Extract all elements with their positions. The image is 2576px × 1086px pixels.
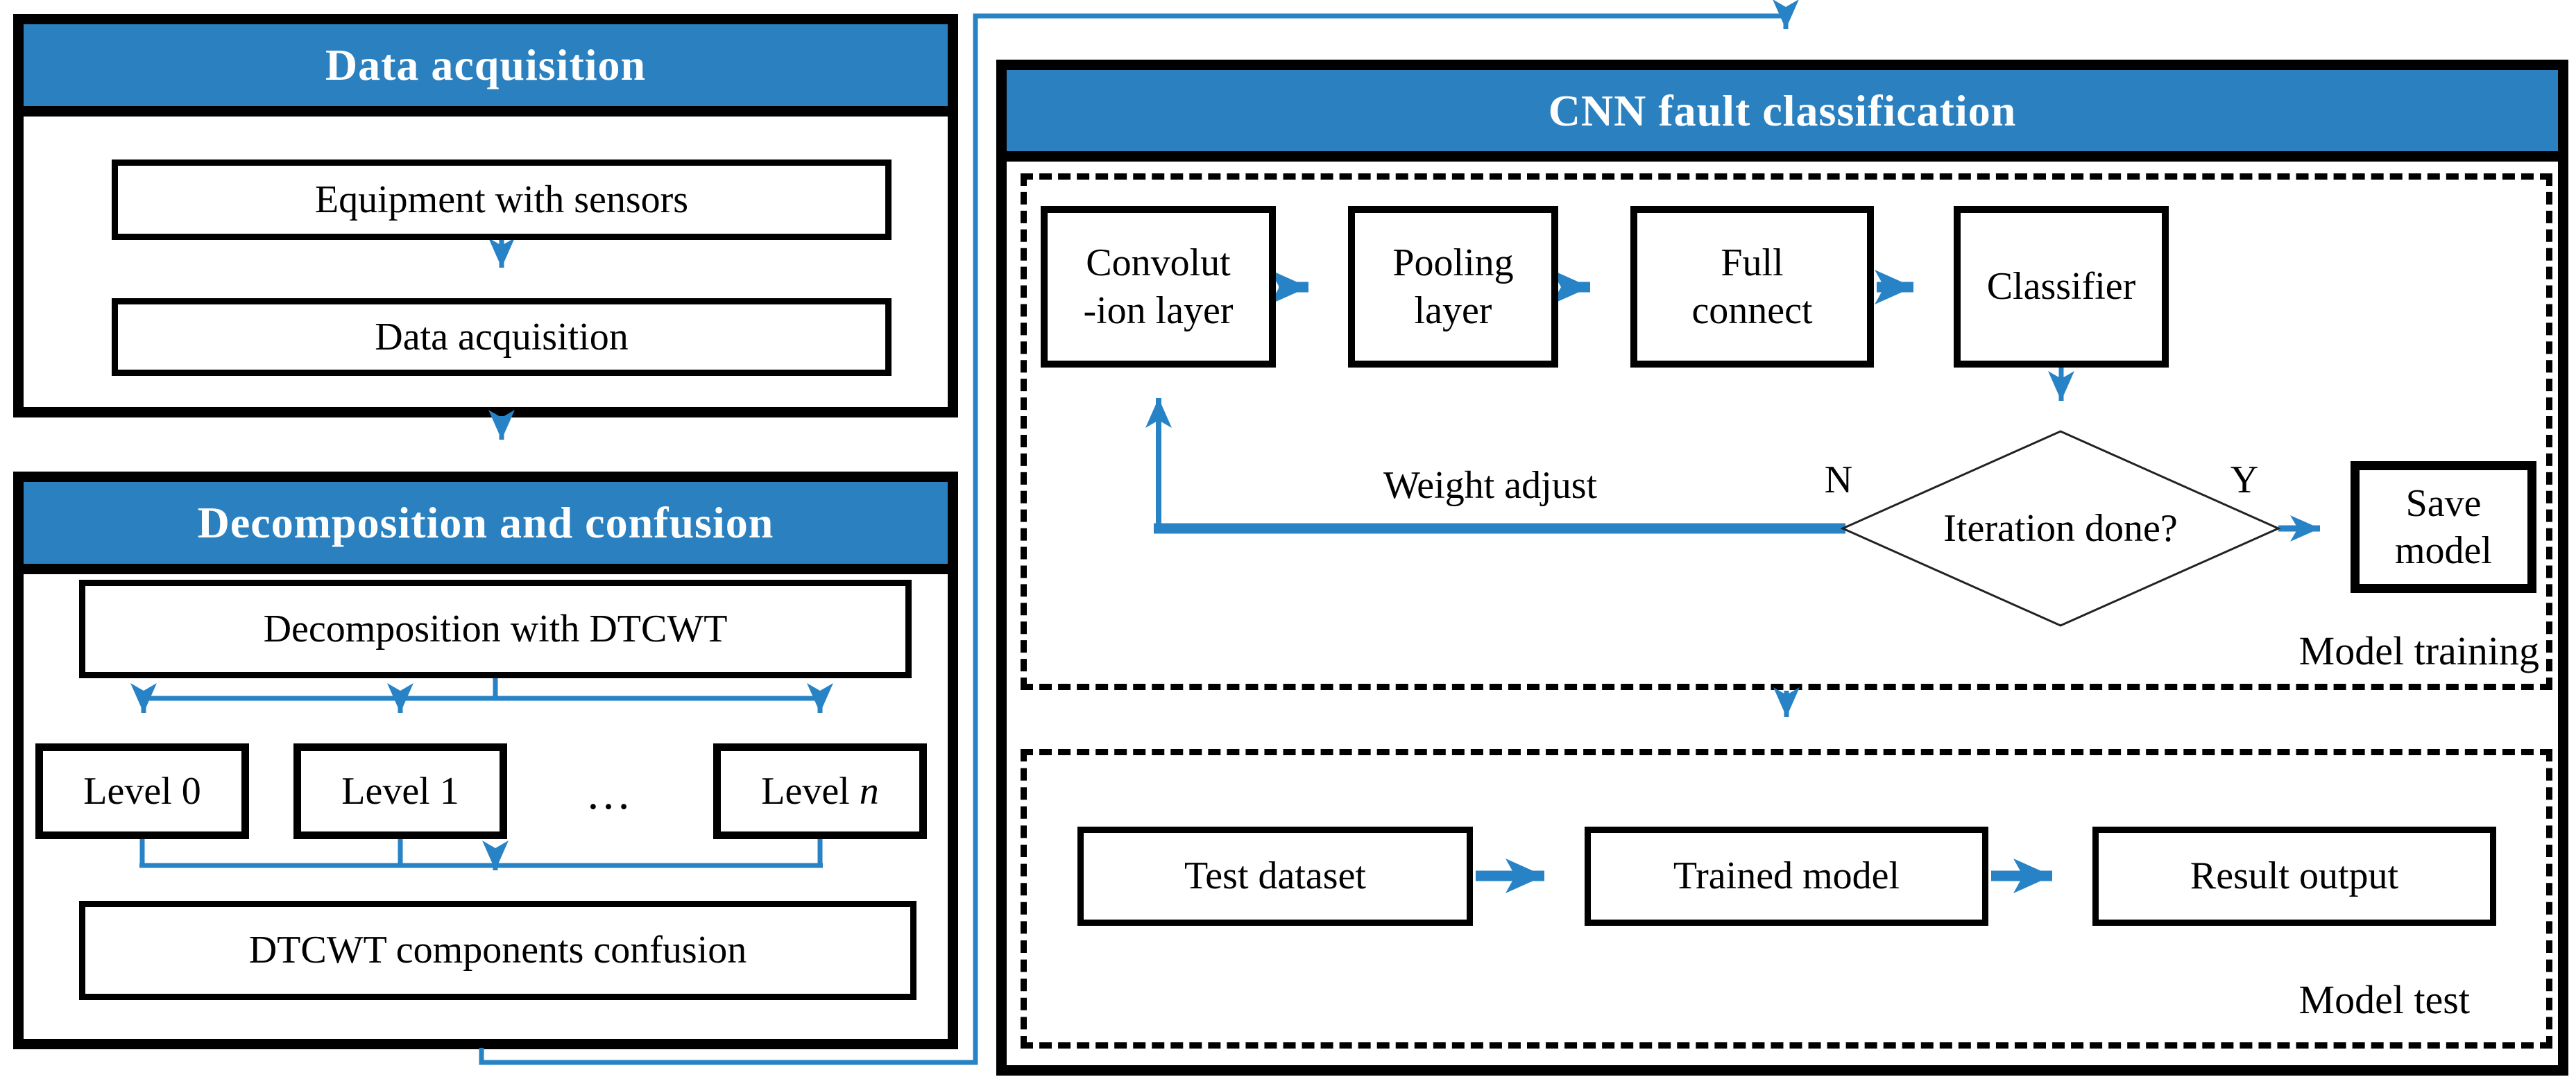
box-data-acquisition: Data acquisition [112, 298, 892, 376]
levels-ellipsis-label: … [586, 768, 636, 819]
iteration-done-label: Iteration done? [1859, 501, 2262, 556]
box-classifier-label: Classifier [1986, 265, 2136, 309]
box-pooling-layer-line2: layer [1414, 288, 1492, 332]
weight-adjust-label: Weight adjust [1282, 458, 1698, 513]
decision-yes-label: Y [2203, 452, 2286, 508]
box-trained-model: Trained model [1585, 827, 1988, 926]
decision-no-text: N [1824, 458, 1853, 501]
panel-cnn-header: CNN fault classification [1007, 70, 2558, 162]
box-level-1: Level 1 [293, 743, 507, 839]
box-level-n: Level n [713, 743, 927, 839]
box-save-model-line1: Save [2405, 481, 2482, 525]
model-test-caption: Model test [2067, 976, 2470, 1023]
decision-yes-text: Y [2230, 458, 2259, 501]
box-test-dataset-label: Test dataset [1184, 854, 1366, 898]
panel-cnn-title: CNN fault classification [1548, 85, 2017, 135]
box-save-model: Save model [2351, 461, 2536, 593]
box-decomposition-dtcwt: Decomposition with DTCWT [79, 580, 912, 678]
box-pooling-layer-line1: Pooling [1392, 241, 1514, 285]
box-dtcwt-components-confusion-label: DTCWT components confusion [248, 929, 747, 972]
box-equipment-with-sensors: Equipment with sensors [112, 160, 892, 240]
box-save-model-line2: model [2395, 529, 2492, 572]
panel-decomposition-header: Decomposition and confusion [24, 482, 948, 574]
box-decomposition-dtcwt-label: Decomposition with DTCWT [263, 607, 728, 650]
box-convolution-layer: Convolut -ion layer [1041, 206, 1276, 368]
box-full-connect: Full connect [1630, 206, 1874, 368]
box-trained-model-label: Trained model [1673, 854, 1900, 898]
box-result-output: Result output [2092, 827, 2496, 926]
levels-ellipsis: … [552, 756, 669, 832]
box-equipment-with-sensors-label: Equipment with sensors [314, 178, 689, 221]
box-level-n-variable: n [859, 769, 879, 813]
box-full-connect-line2: connect [1691, 288, 1813, 332]
iteration-done-text: Iteration done? [1943, 507, 2178, 550]
panel-decomposition-title: Decomposition and confusion [197, 498, 774, 547]
box-level-0: Level 0 [35, 743, 249, 839]
box-data-acquisition-label: Data acquisition [375, 315, 629, 359]
box-dtcwt-components-confusion: DTCWT components confusion [79, 901, 916, 1000]
decision-no-label: N [1797, 452, 1880, 508]
model-training-caption: Model training [2137, 628, 2539, 674]
box-level-0-label: Level 0 [83, 769, 201, 813]
box-convolution-layer-line2: -ion layer [1083, 288, 1234, 332]
box-test-dataset: Test dataset [1077, 827, 1473, 926]
panel-data-acquisition-header: Data acquisition [24, 24, 948, 117]
box-classifier: Classifier [1954, 206, 2169, 368]
box-level-n-prefix: Level [761, 769, 860, 813]
panel-data-acquisition-title: Data acquisition [325, 40, 647, 89]
model-test-text: Model test [2298, 977, 2470, 1022]
model-training-text: Model training [2298, 628, 2539, 673]
box-convolution-layer-line1: Convolut [1086, 241, 1231, 285]
box-result-output-label: Result output [2190, 854, 2399, 898]
box-full-connect-line1: Full [1721, 241, 1784, 285]
box-pooling-layer: Pooling layer [1348, 206, 1558, 368]
weight-adjust-text: Weight adjust [1383, 464, 1598, 507]
box-level-1-label: Level 1 [341, 769, 459, 813]
